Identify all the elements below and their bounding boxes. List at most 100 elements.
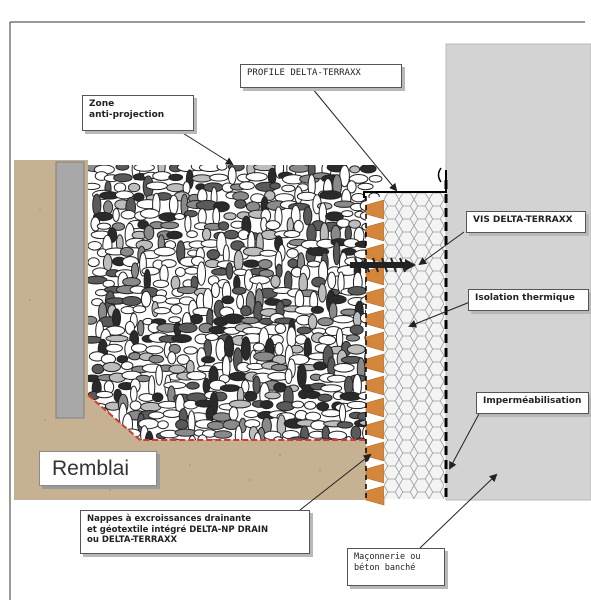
gravel-stone [354,240,374,249]
gravel-stone [216,165,228,171]
gravel-stone [207,421,225,430]
delta-terraxx-screw [350,257,416,273]
gravel-stone [91,363,105,375]
gravel-stone [333,363,355,373]
gravel-stone [157,420,169,430]
gravel-stone [327,271,337,290]
gravel-stone [184,214,192,234]
gravel-stone [252,375,261,395]
gravel-stone [152,279,170,288]
gravel-stone [241,336,251,361]
gravel-stone [239,181,255,191]
gravel-stone [245,172,268,182]
gravel-stone [243,259,260,268]
gravel-stone [368,175,383,183]
gravel-stone [140,208,160,219]
label-vis-delta-terraxx: VIS DELTA-TERRAXX [466,211,586,233]
gravel-stone [321,409,342,418]
gravel-stone [223,229,240,240]
gravel-stone [88,257,100,268]
gravel-stone [213,430,233,439]
gravel-stone [167,351,177,365]
gravel-stone [348,219,362,229]
gravel-stone [197,434,208,440]
membrane-dimple [365,287,385,308]
label-remblai: Remblai [39,451,157,486]
membrane-dimple [365,243,385,264]
leader-nappes [299,453,372,511]
gravel-stone [307,314,318,330]
gravel-stone [111,222,126,231]
membrane-dimple [365,397,385,418]
gravel-stone [233,250,244,273]
gravel-stone [317,317,334,327]
gravel-stone [206,249,221,260]
gravel-stone [166,230,183,240]
gravel-stone [332,315,355,324]
gravel-stone [183,346,198,355]
gravel-stone [153,307,171,315]
gravel-stone [345,334,360,342]
gravel-stone [228,406,239,422]
gravel-stone [234,199,247,209]
gravel-stone [234,425,243,440]
gravel-stone [304,401,317,410]
remblai-soil [14,160,366,500]
leader-profile [311,87,398,192]
gravel-stone [227,166,237,185]
membrane-dimple [365,221,385,242]
gravel-stone [240,305,252,317]
gravel-stone [138,418,160,430]
gravel-stone [323,438,344,440]
gravel-stone [191,174,213,183]
membrane-dimple [365,485,385,506]
gravel-stone [88,182,101,190]
gravel-stone [177,322,198,334]
gravel-stone [113,173,133,183]
gravel-stone [186,371,207,381]
gravel-stone [283,230,301,238]
gravel-stone [270,274,281,289]
membrane-dimple [365,353,385,374]
gravel-stone [320,384,343,393]
gravel-stone [346,400,368,410]
gravel-stone [168,194,179,215]
membrane-dimple [365,309,385,330]
gravel-stone [253,432,262,440]
gravel-stone [122,277,141,287]
gravel-stone [357,182,374,191]
gravel-stone [287,258,299,269]
gravel-stone [148,354,165,364]
gravel-stone [212,207,221,226]
gravel-stone [201,227,212,241]
gravel-stone [317,283,327,303]
gravel-stone [218,221,230,231]
gravel-stone [120,361,134,371]
gravel-stone [332,241,341,266]
gravel-zone [88,165,440,440]
leader-maconnerie [419,473,498,549]
gravel-stone [281,184,296,193]
gravel-stone [174,267,186,277]
label-maconnerie: Maçonnerie ou béton banché [347,548,445,586]
drain-edge-line [87,394,366,441]
gravel-stone [152,171,172,181]
masonry-wall [445,43,591,501]
gravel-stone [144,430,154,440]
gravel-stone [310,305,324,314]
label-isolation-thermique: Isolation thermique [468,289,589,311]
membrane-dimple [365,199,385,220]
gravel-stone [296,363,307,389]
gravel-stone [130,262,140,279]
gravel-stone [96,222,112,230]
gravel-stone [265,220,281,231]
gravel-stone [163,381,187,390]
membrane-dimple [365,375,385,396]
label-zone-anti-projection: Zone anti-projection [82,95,194,131]
gravel-stone [95,390,114,399]
gravel-stone [112,208,120,222]
membrane-dimple [365,331,385,352]
gravel-stone [244,390,258,402]
gravel-stone [145,345,164,355]
retaining-slab [55,161,85,419]
